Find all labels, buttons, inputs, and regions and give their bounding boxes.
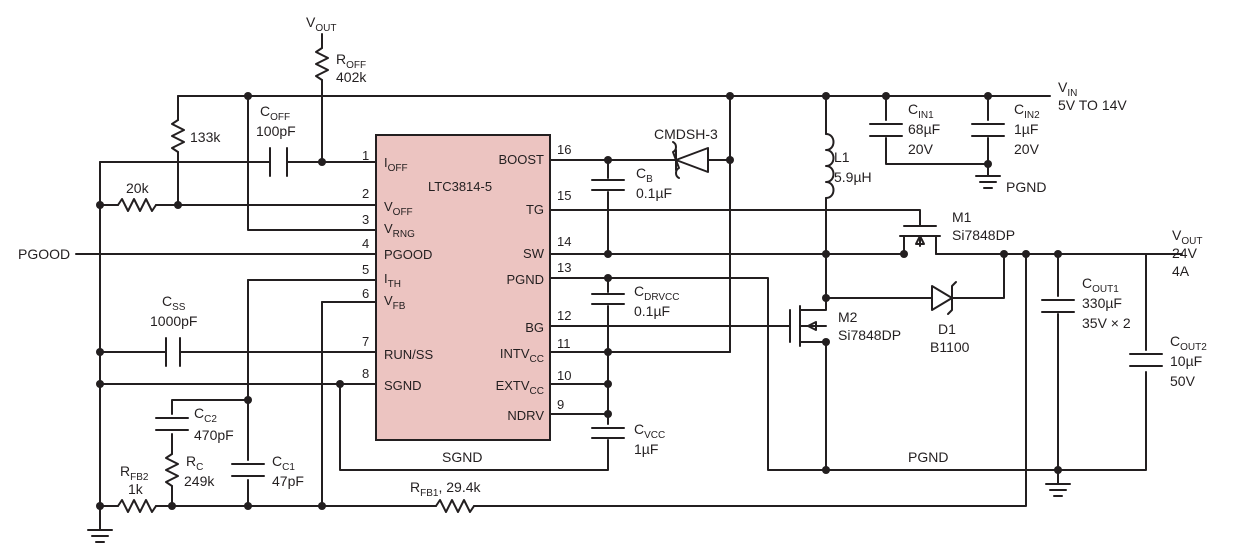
pin-number: 4 xyxy=(362,236,369,251)
cdrvcc-label: CDRVCC xyxy=(634,283,680,303)
vout-right-label: VOUT xyxy=(1172,227,1202,247)
pin-number: 7 xyxy=(362,334,369,349)
pin-runss-label: RUN/SS xyxy=(384,347,433,362)
coff-label: COFF xyxy=(260,103,290,123)
r133-value: 133k xyxy=(190,129,221,145)
pin-number: 9 xyxy=(557,397,564,412)
pin-ndrv-label: NDRV xyxy=(507,408,544,423)
cmdsh-label: CMDSH-3 xyxy=(654,126,718,142)
m1-name: M1 xyxy=(952,209,972,225)
pin-number: 3 xyxy=(362,212,369,227)
coff-value: 100pF xyxy=(256,123,296,139)
css-value: 1000pF xyxy=(150,313,197,329)
cc2-label: CC2 xyxy=(194,405,217,425)
pin-number: 6 xyxy=(362,286,369,301)
pin-number: 13 xyxy=(557,260,571,275)
vout-top-label: VOUT xyxy=(306,14,336,34)
pin-tg-label: TG xyxy=(526,202,544,217)
d1-part: B1100 xyxy=(930,339,970,355)
pin-intvcc-label: INTVCC xyxy=(500,346,544,365)
pin-number: 14 xyxy=(557,234,571,249)
pin-number: 16 xyxy=(557,142,571,157)
pin-number: 2 xyxy=(362,186,369,201)
cvcc-value: 1µF xyxy=(634,441,658,457)
pin-bg-label: BG xyxy=(525,320,544,335)
cin2-label: CIN2 xyxy=(1014,101,1040,121)
cvcc-label: CVCC xyxy=(634,421,665,441)
cout1-label: COUT1 xyxy=(1082,275,1119,295)
pin-vrng-label: VRNG xyxy=(384,221,415,240)
pgood-net-label: PGOOD xyxy=(18,246,70,262)
cin1-value: 68µF xyxy=(908,121,940,137)
m2-name: M2 xyxy=(838,309,858,325)
cin1-label: CIN1 xyxy=(908,101,934,121)
cout2-value: 10µF xyxy=(1170,353,1202,369)
cc1-label: CC1 xyxy=(272,453,295,473)
l1-value: 5.9µH xyxy=(834,169,872,185)
pin-vfb-label: VFB xyxy=(384,293,406,312)
pin-boost-label: BOOST xyxy=(498,152,544,167)
cc1-value: 47pF xyxy=(272,473,304,489)
rfb1-label: RFB1, 29.4k xyxy=(410,479,481,499)
pin-voff-label: VOFF xyxy=(384,199,413,218)
d1-name: D1 xyxy=(938,321,956,337)
vin-label: VIN xyxy=(1058,79,1077,99)
pin-sw-label: SW xyxy=(523,246,545,261)
rfb2-value: 1k xyxy=(128,481,144,497)
pin-ith-label: ITH xyxy=(384,271,401,290)
cb-label: CB xyxy=(636,165,653,185)
cout2-voltage: 50V xyxy=(1170,373,1196,389)
junctions xyxy=(96,92,1062,510)
pin-pgood-label: PGOOD xyxy=(384,247,432,262)
pin-sgnd-label: SGND xyxy=(384,378,422,393)
pin-number: 15 xyxy=(557,188,571,203)
rc-label: RC xyxy=(186,453,203,473)
cc2-value: 470pF xyxy=(194,427,234,443)
pgnd-right-label: PGND xyxy=(1006,179,1046,195)
pin-number: 1 xyxy=(362,148,369,163)
vout-voltage: 24V xyxy=(1172,245,1198,261)
vin-range: 5V TO 14V xyxy=(1058,97,1127,113)
cout1-voltage: 35V × 2 xyxy=(1082,315,1131,331)
css-label: CSS xyxy=(162,293,186,313)
pin-number: 11 xyxy=(557,336,571,351)
cout1-value: 330µF xyxy=(1082,295,1122,311)
pgnd-bottom-net-label: PGND xyxy=(908,449,948,465)
r20k-value: 20k xyxy=(126,180,150,196)
cout2-label: COUT2 xyxy=(1170,333,1207,353)
vout-current: 4A xyxy=(1172,263,1190,279)
pin-number: 5 xyxy=(362,262,369,277)
cin2-voltage: 20V xyxy=(1014,141,1040,157)
roff-value: 402k xyxy=(336,69,367,85)
l1-name: L1 xyxy=(834,149,850,165)
cdrvcc-value: 0.1µF xyxy=(634,303,670,319)
cin2-value: 1µF xyxy=(1014,121,1038,137)
pin-number: 8 xyxy=(362,366,369,381)
m2-part: Si7848DP xyxy=(838,327,901,343)
pin-number: 10 xyxy=(557,368,571,383)
m1-part: Si7848DP xyxy=(952,227,1015,243)
ic-name: LTC3814-5 xyxy=(428,179,492,194)
roff-label: ROFF xyxy=(336,51,366,71)
rc-value: 249k xyxy=(184,473,215,489)
pin-number: 12 xyxy=(557,308,571,323)
pin-extvcc-label: EXTVCC xyxy=(496,378,544,397)
ic-body xyxy=(375,134,551,441)
sgnd-net-label: SGND xyxy=(442,449,482,465)
rfb2-label: RFB2 xyxy=(120,463,149,483)
pin-ioff-label: IOFF xyxy=(384,155,408,174)
pin-pgnd-label: PGND xyxy=(506,272,544,287)
cin1-voltage: 20V xyxy=(908,141,934,157)
cb-value: 0.1µF xyxy=(636,185,672,201)
